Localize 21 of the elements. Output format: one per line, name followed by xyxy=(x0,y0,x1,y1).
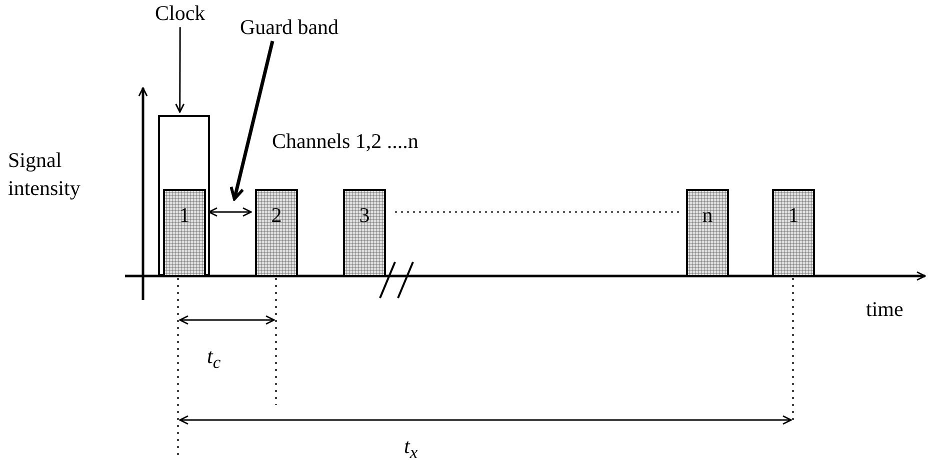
dimension-label: t$_{c}$ xyxy=(207,345,221,372)
channel-number: 2 xyxy=(271,203,282,228)
channel-pulse xyxy=(343,189,386,277)
dimension-line xyxy=(208,205,252,219)
annotation-label: Clock xyxy=(155,2,206,26)
channel-pulse xyxy=(255,189,298,277)
channel-number: 1 xyxy=(788,203,799,228)
channel-pulse xyxy=(686,189,729,277)
channel-number: n xyxy=(702,203,713,228)
channel-number: 3 xyxy=(359,203,370,228)
channel-number: 1 xyxy=(179,203,190,228)
annotation-label: Guard band xyxy=(240,16,339,40)
channel-pulse xyxy=(163,189,206,277)
annotation-label: Channels 1,2 ....n xyxy=(272,130,418,154)
leader-line xyxy=(175,27,185,113)
clock-pulse xyxy=(158,115,210,276)
axis-label: Signal intensity xyxy=(8,147,82,202)
channel-pulse xyxy=(772,189,815,277)
dimension-label: t$_{x}$ xyxy=(404,435,418,461)
axis-label: time xyxy=(866,298,904,322)
leader-line xyxy=(230,40,274,200)
